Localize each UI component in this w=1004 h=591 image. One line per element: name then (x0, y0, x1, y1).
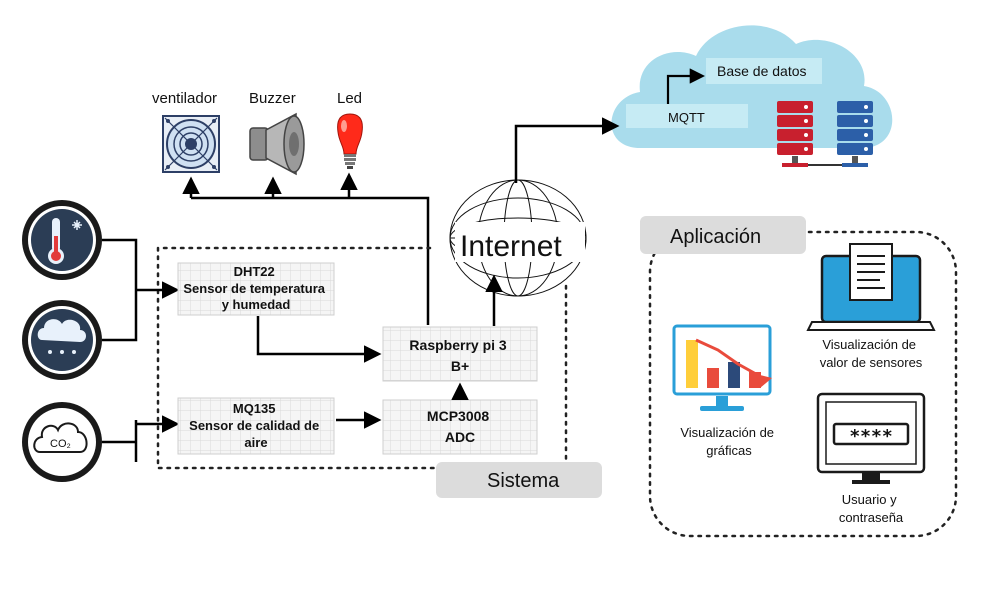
dht22-title: DHT22 (234, 264, 275, 279)
login-caption-2: contraseña (839, 510, 904, 525)
sensor-values-laptop-icon (806, 243, 936, 331)
svg-text:Usuario y contraseña: Usuario y contraseña (839, 492, 904, 525)
buzzer-label: Buzzer (249, 90, 296, 107)
chart-monitor-icon (672, 324, 772, 411)
mq135-line-3: aire (244, 435, 267, 450)
mcp3008-block: MCP3008 ADC (382, 399, 538, 455)
output-bus-line (191, 196, 430, 325)
mq135-block: MQ135 Sensor de calidad de aire (177, 397, 335, 455)
internet-label: Internet (460, 230, 562, 263)
svg-text:Raspberry pi 3 B+: Raspberry pi 3 B+ (409, 337, 510, 374)
co2-label: CO₂ (50, 438, 71, 450)
fan-icon (162, 115, 220, 173)
raspberry-pi-block: Raspberry pi 3 B+ (382, 326, 538, 382)
co2-sensor-icon (22, 402, 102, 482)
database-band (706, 58, 822, 84)
server-blue-icon (837, 101, 873, 167)
mqtt-label: MQTT (668, 110, 705, 125)
mq135-line-2: Sensor de calidad de (189, 418, 319, 433)
svg-text:Visualización de valor de: Visualización de valor de sensores (820, 337, 923, 370)
password-mask: **** (849, 426, 892, 447)
svg-text:MCP3008 ADC: MCP3008 ADC (427, 408, 493, 445)
svg-text:Visualización de gráficas: Visualización de gráficas (680, 425, 777, 458)
login-monitor-icon (816, 392, 926, 484)
sistema-tag (436, 462, 602, 498)
login-caption-1: Usuario y (842, 492, 897, 507)
dht22-line-2: Sensor de temperatura (183, 281, 325, 296)
svg-text:MQ135 Sensor de calidad: MQ135 Sensor de calidad de aire (189, 401, 323, 450)
sistema-label: Sistema (487, 470, 560, 492)
sensors-caption-2: valor de sensores (820, 355, 923, 370)
mcp3008-title: MCP3008 (427, 408, 489, 424)
mqtt-to-db-arrow (666, 68, 706, 104)
cloud-service: Base de datos MQTT (611, 25, 893, 167)
internet-to-cloud-arrow (514, 117, 620, 183)
server-red-icon (777, 101, 813, 167)
raspberry-title: Raspberry pi 3 (409, 337, 506, 353)
rain-cloud-sensor-icon (22, 300, 102, 380)
aplicacion-tag (640, 216, 806, 254)
thermo-to-dht22-line (102, 238, 138, 342)
thermometer-sensor-icon (22, 200, 102, 280)
charts-caption-2: gráficas (706, 443, 752, 458)
sensors-caption-1: Visualización de (822, 337, 916, 352)
raspberry-line-2: B+ (451, 358, 469, 374)
internet-label-bg (455, 222, 585, 262)
dht22-to-raspberry-arrow (256, 316, 382, 363)
led-label: Led (337, 90, 362, 107)
dht22-line-3: y humedad (222, 297, 291, 312)
mcp3008-line-2: ADC (445, 429, 475, 445)
mq135-title: MQ135 (233, 401, 276, 416)
sistema-boundary (156, 246, 568, 470)
dht22-block: DHT22 Sensor de temperatura y humedad (177, 262, 335, 316)
speaker-icon (249, 112, 305, 176)
fan-label: ventilador (152, 90, 217, 107)
mqtt-band (626, 104, 748, 128)
led-bulb-icon (337, 113, 363, 169)
database-label: Base de datos (717, 63, 807, 79)
svg-text:DHT22 Sensor de temperat: DHT22 Sensor de temperatura y humedad (183, 264, 328, 312)
charts-caption-1: Visualización de (680, 425, 774, 440)
aplicacion-label: Aplicación (670, 226, 761, 248)
